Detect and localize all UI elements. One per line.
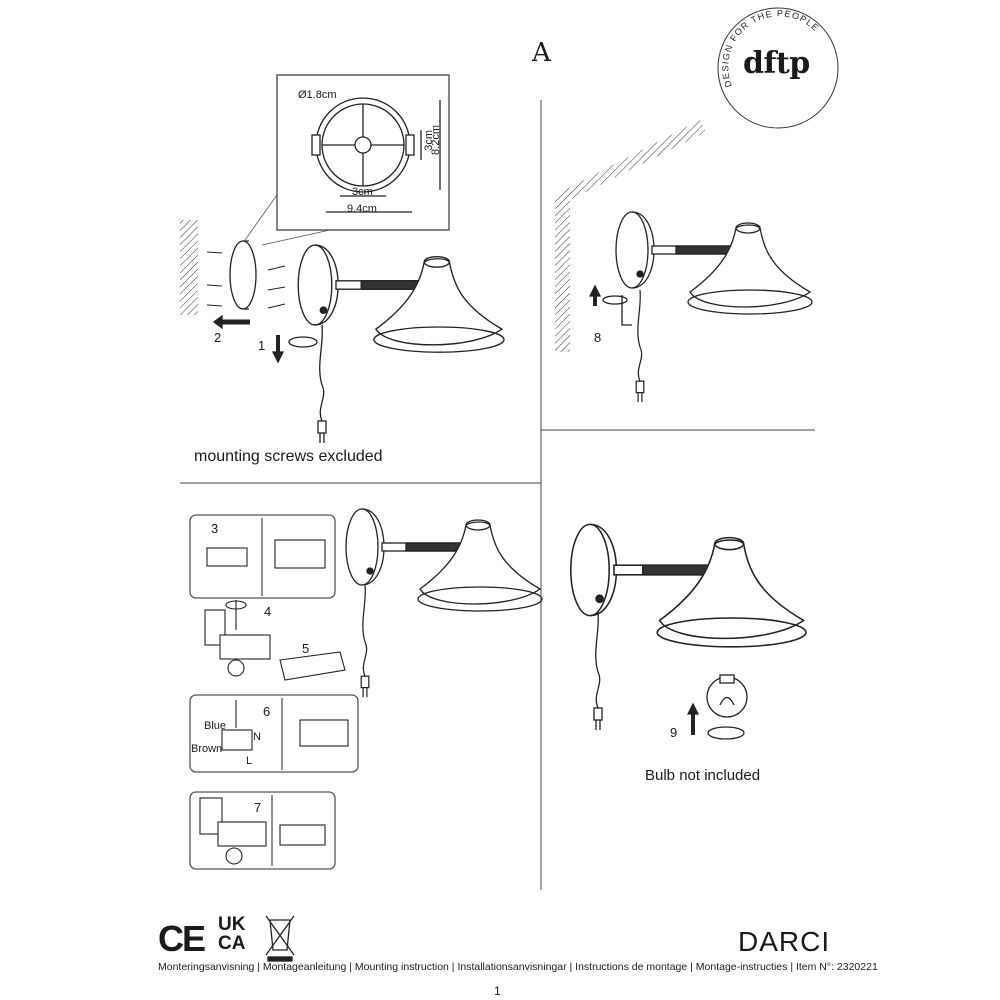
screws	[206, 251, 286, 309]
wire-neutral-label: N	[253, 731, 261, 743]
logo-ring	[717, 7, 839, 129]
product-name: DARCI	[738, 926, 831, 957]
ukca-bottom: CA	[218, 933, 246, 954]
dimension-width: 9.4cm	[347, 203, 377, 215]
svg-text:DESIGN FOR THE PEOPLE: DESIGN FOR THE PEOPLE	[720, 8, 821, 88]
back-plate-detail	[311, 97, 441, 213]
panel-dividers	[180, 100, 815, 890]
step-2-label: 2	[214, 330, 222, 345]
ukca-mark: UK CA	[218, 915, 245, 953]
ce-mark: CE	[158, 918, 206, 959]
dimension-hole: Ø1.8cm	[298, 89, 337, 101]
wire-live-label: L	[246, 755, 253, 767]
bulb-note: Bulb not included	[645, 767, 761, 784]
wire-brown-label: Brown	[191, 743, 223, 755]
dimension-height: 8.2cm	[430, 125, 442, 155]
brand-logo: dftp	[743, 46, 810, 81]
step-4-label: 4	[264, 604, 272, 619]
dimension-slot-horizontal: 3cm	[352, 186, 373, 198]
step-7-label: 7	[254, 800, 262, 815]
weee-bin-icon	[265, 915, 295, 962]
page-number: 1	[494, 984, 501, 998]
step-9-label: 9	[670, 725, 678, 740]
step-5-label: 5	[302, 641, 310, 656]
logo-ring-text: DESIGN FOR THE PEOPLE	[720, 8, 821, 88]
step-3-label: 3	[211, 521, 219, 536]
step-8-label: 8	[594, 330, 602, 345]
step-6-label: 6	[263, 704, 271, 719]
footer-instructions: Monteringsanvisning | Montageanleitung |…	[158, 961, 878, 973]
connector-blocks	[199, 539, 349, 865]
step-1-label: 1	[258, 338, 266, 353]
screws-note: mounting screws excluded	[194, 448, 383, 465]
wire-blue-label: Blue	[204, 720, 227, 732]
ukca-top: UK	[218, 914, 246, 935]
sheet-letter: A	[532, 38, 551, 68]
